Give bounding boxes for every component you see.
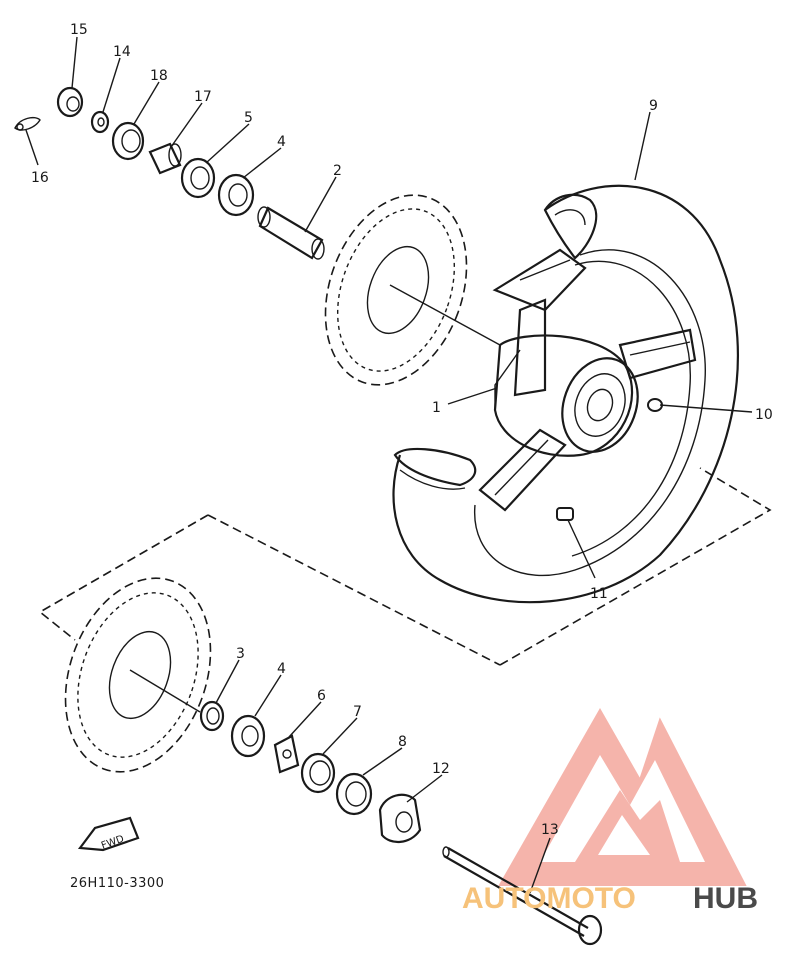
- callout-13: 13: [541, 822, 559, 838]
- callout-6: 6: [317, 688, 326, 704]
- washer-upper: [90, 110, 110, 134]
- watermark-brand-part1: AUTOMOTO: [462, 882, 636, 915]
- brake-disc-lower: [64, 577, 212, 773]
- callout-17: 17: [194, 89, 212, 105]
- callout-11: 11: [590, 586, 608, 602]
- callout-2: 2: [333, 163, 342, 179]
- bearing-4-upper: [217, 173, 255, 217]
- spacer-2: [257, 206, 325, 260]
- axle-13: [442, 846, 603, 946]
- collar-17: [148, 142, 182, 175]
- oil-seal-5: [180, 157, 216, 199]
- brake-disc-upper: [324, 194, 501, 386]
- callout-3: 3: [236, 646, 245, 662]
- callout-7: 7: [353, 704, 362, 720]
- watermark-text: AUTOMOTO HUB: [462, 882, 758, 915]
- callout-10: 10: [755, 407, 773, 423]
- watermark-logo: [498, 707, 747, 886]
- leader-lines: [25, 36, 753, 894]
- callout-18: 18: [150, 68, 168, 84]
- axle-nut-upper: [56, 86, 84, 118]
- oil-seal-3: [199, 700, 225, 732]
- part-code: 26H110-3300: [70, 876, 164, 891]
- reference-outline-lower: [38, 467, 772, 666]
- cotter-pin: [14, 116, 41, 131]
- callouts: 15 14 18 17 5 4 2 16 9 1 10 11 3 4 6 7 8…: [31, 22, 773, 838]
- callout-4-lower: 4: [277, 661, 286, 677]
- retainer-6: [273, 734, 300, 774]
- bearing-4-lower: [230, 714, 266, 758]
- callout-16: 16: [31, 170, 49, 186]
- callout-9: 9: [649, 98, 658, 114]
- callout-5: 5: [244, 110, 253, 126]
- callout-4-upper: 4: [277, 134, 286, 150]
- collar-18: [111, 121, 145, 161]
- oil-seal-8: [335, 772, 373, 816]
- fwd-arrow-icon: [77, 816, 140, 852]
- meter-gear-12: [378, 793, 422, 843]
- callout-15: 15: [70, 22, 88, 38]
- callout-1: 1: [432, 400, 441, 416]
- collar-7: [300, 752, 336, 794]
- callout-8: 8: [398, 734, 407, 750]
- callout-12: 12: [432, 761, 450, 777]
- wheel-assembly: [392, 184, 739, 604]
- callout-14: 14: [113, 44, 131, 60]
- watermark-brand-part2: HUB: [693, 882, 758, 915]
- fwd-label: FWD: [100, 833, 126, 851]
